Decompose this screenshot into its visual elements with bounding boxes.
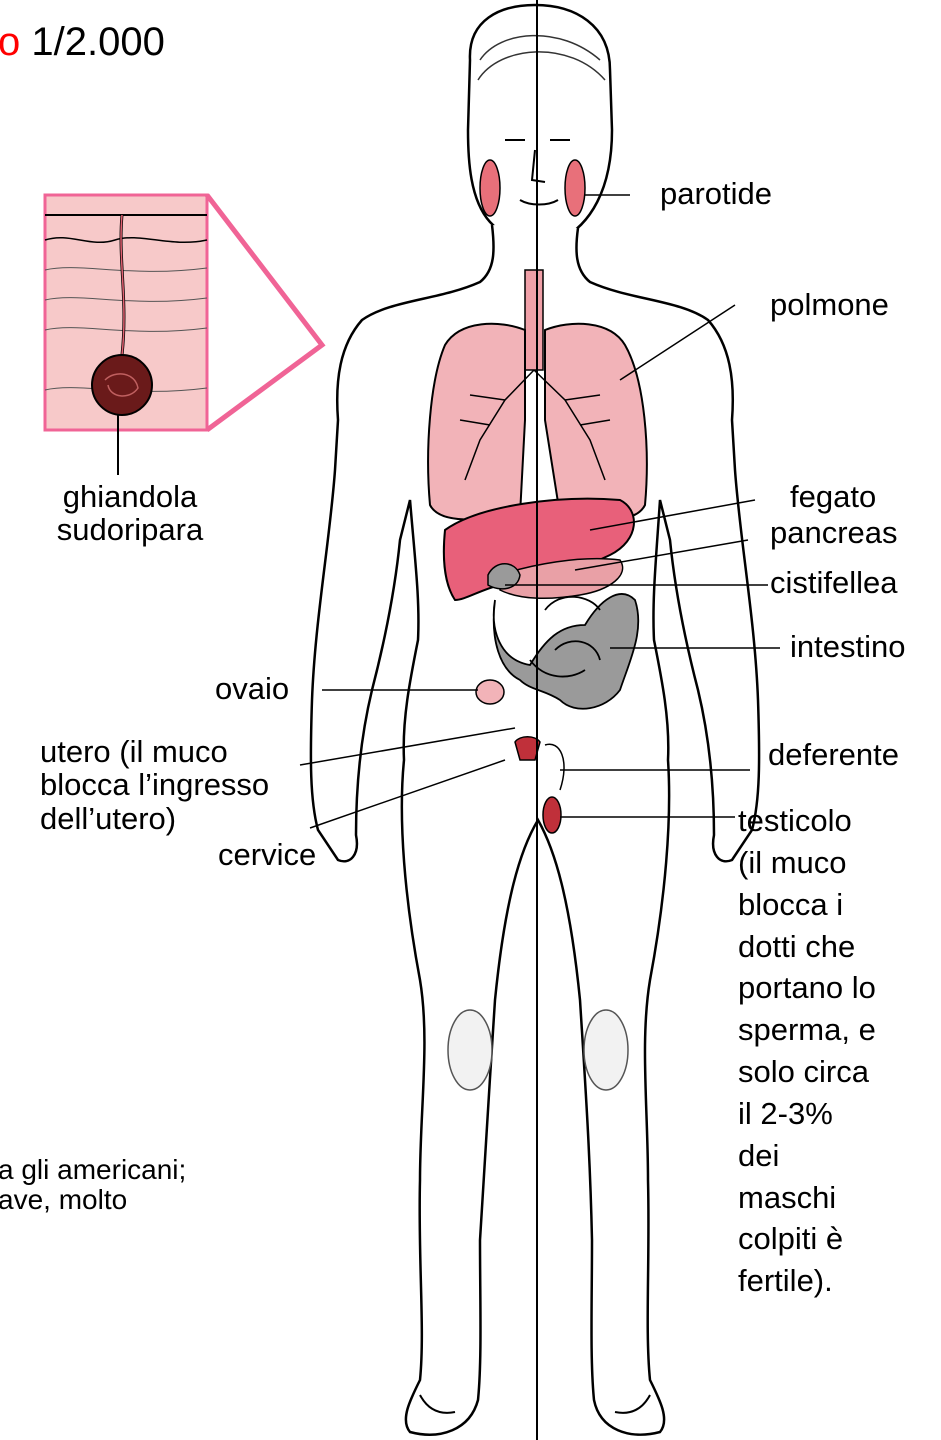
parotid-gland-right: [565, 160, 585, 216]
label-fegato: fegato: [790, 480, 876, 513]
left-lung: [428, 324, 525, 520]
label-parotide: parotide: [660, 177, 772, 210]
label-testicolo: testicolo (il muco blocca i dotti che po…: [738, 800, 876, 1302]
label-utero: utero (il muco blocca l’ingresso dell’ut…: [40, 735, 269, 835]
inset-caption-line2: sudoripara: [50, 513, 210, 546]
label-testicolo-line9: dei: [738, 1135, 876, 1177]
testicle: [543, 797, 561, 833]
title-partial: o: [0, 20, 20, 64]
label-testicolo-line8: il 2-3%: [738, 1093, 876, 1135]
label-testicolo-line10: maschi: [738, 1177, 876, 1219]
label-intestino: intestino: [790, 630, 905, 663]
label-testicolo-line11: colpiti è: [738, 1218, 876, 1260]
label-ovaio: ovaio: [215, 672, 289, 705]
footnote: a gli americani; ave, molto: [0, 1155, 186, 1215]
parotid-gland-left: [480, 160, 500, 216]
inset-caption: ghiandola sudoripara: [50, 480, 210, 547]
label-cervice: cervice: [218, 838, 316, 871]
sweat-gland-inset: [45, 195, 322, 475]
trachea: [525, 270, 543, 370]
label-testicolo-line6: sperma, e: [738, 1009, 876, 1051]
label-testicolo-line5: portano lo: [738, 967, 876, 1009]
title-value: 1/2.000: [31, 20, 164, 64]
label-utero-line2: blocca l’ingresso: [40, 768, 269, 801]
page-title: o 1/2.000: [0, 20, 165, 65]
footnote-line2: ave, molto: [0, 1185, 186, 1215]
label-testicolo-line1: testicolo: [738, 800, 876, 842]
label-deferente: deferente: [768, 738, 899, 771]
inset-caption-line1: ghiandola: [50, 480, 210, 513]
label-testicolo-line3: blocca i: [738, 884, 876, 926]
label-testicolo-line12: fertile).: [738, 1260, 876, 1302]
label-testicolo-line4: dotti che: [738, 926, 876, 968]
body-outline: [311, 5, 759, 1435]
label-pancreas: pancreas: [770, 516, 898, 549]
label-polmone: polmone: [770, 288, 889, 321]
label-utero-line1: utero (il muco: [40, 735, 269, 768]
footnote-line1: a gli americani;: [0, 1155, 186, 1185]
label-testicolo-line7: solo circa: [738, 1051, 876, 1093]
label-testicolo-line2: (il muco: [738, 842, 876, 884]
label-cistifellea: cistifellea: [770, 566, 898, 599]
ovary: [476, 680, 504, 704]
label-utero-line3: dell’utero): [40, 802, 269, 835]
